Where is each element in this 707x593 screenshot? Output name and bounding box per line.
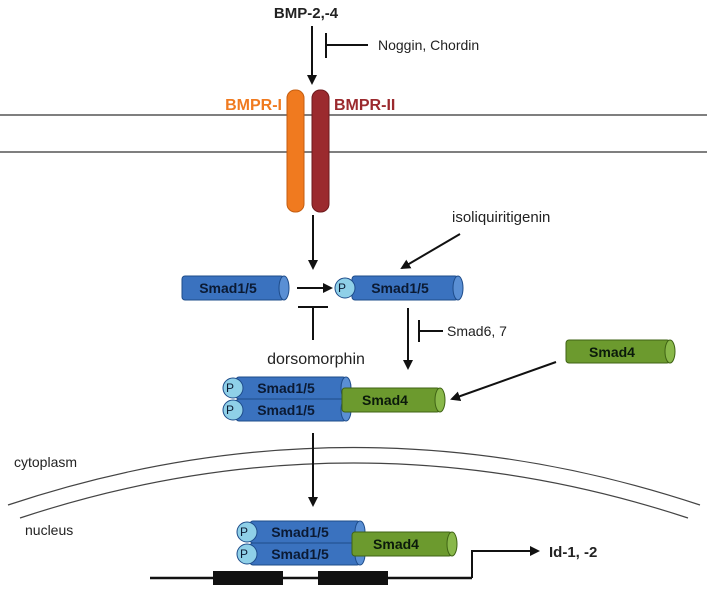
- isoliquiritigenin-label: isoliquiritigenin: [452, 209, 550, 226]
- noggin-chordin-label: Noggin, Chordin: [378, 37, 479, 53]
- bmpr2-label: BMPR-II: [334, 97, 395, 114]
- ligand-label: BMP-2,-4: [274, 5, 339, 22]
- cytoplasmic-smad-complex: P P Smad1/5 Smad1/5 Smad4: [222, 376, 446, 422]
- dna-element-1: [213, 571, 283, 585]
- phospho-label-n1: P: [240, 525, 248, 539]
- smad15-label-c2: Smad1/5: [257, 402, 315, 418]
- target-genes-label: Id-1, -2: [549, 544, 597, 561]
- cytoplasm-label: cytoplasm: [14, 454, 77, 470]
- phospho-label-c2: P: [226, 403, 234, 417]
- phospho-label-n2: P: [240, 547, 248, 561]
- smad15-label-c1: Smad1/5: [257, 380, 315, 396]
- phospho-label-c1: P: [226, 381, 234, 395]
- bmpr1-receptor: [286, 89, 305, 213]
- smad4-label-c: Smad4: [373, 536, 419, 552]
- dorsomorphin-label: dorsomorphin: [267, 351, 365, 368]
- nuclear-envelope-inner: [19, 462, 689, 519]
- isoliquiritigenin-arrow: [400, 233, 461, 270]
- nucleus-label: nucleus: [25, 522, 73, 538]
- smad4-free: Smad4: [565, 339, 676, 364]
- smad15-label-n2: Smad1/5: [271, 546, 329, 562]
- smad15-unphosphorylated: Smad1/5: [181, 275, 290, 301]
- smad15-phosphorylated: P Smad1/5: [334, 275, 464, 301]
- smad4-label-a: Smad4: [589, 344, 635, 360]
- dna-element-2: [318, 571, 388, 585]
- smad15-label-a: Smad1/5: [199, 280, 257, 296]
- transcription-arrow: [471, 546, 540, 578]
- smad4-label-b: Smad4: [362, 392, 408, 408]
- smad15-label-n1: Smad1/5: [271, 524, 329, 540]
- phospho-label: P: [338, 281, 346, 295]
- smad4-to-complex-arrow: [450, 361, 557, 402]
- bmpr2-receptor: [311, 89, 330, 213]
- nuclear-envelope-outer: [7, 446, 701, 506]
- phospho-circle: [334, 277, 356, 299]
- nuclear-smad-complex: P P Smad1/5 Smad1/5 Smad4: [236, 520, 458, 566]
- smad67-label: Smad6, 7: [447, 323, 507, 339]
- smad15-label-b: Smad1/5: [371, 280, 429, 296]
- bmpr1-label: BMPR-I: [225, 97, 282, 114]
